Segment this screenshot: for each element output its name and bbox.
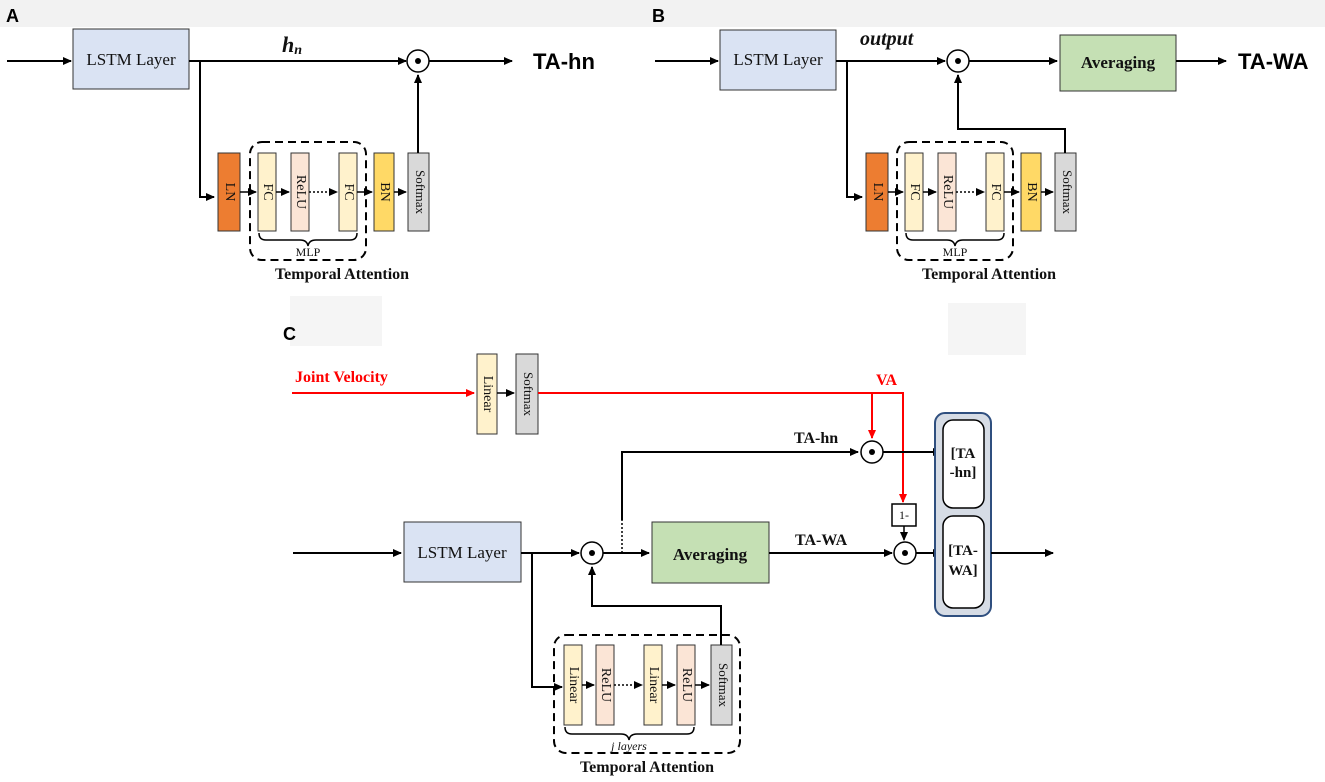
panel-a-hn-sub: n bbox=[294, 43, 302, 58]
panel-b-softmax-label: Softmax bbox=[1060, 170, 1075, 215]
panel-a-attention-dashed-box bbox=[249, 141, 367, 261]
panel-c-attention-branch-line bbox=[531, 553, 563, 691]
panel-c-label: C bbox=[283, 324, 296, 344]
panel-b-averaging-box bbox=[1059, 34, 1177, 92]
panel-c-output-ta-wa-line2: WA] bbox=[948, 563, 977, 579]
panel-b-fc1-label: FC bbox=[907, 183, 922, 200]
panel-b-feedback-line bbox=[954, 74, 1066, 153]
panel-a-hn-main: h bbox=[282, 32, 294, 57]
faint-block-right bbox=[948, 303, 1026, 355]
panel-c-va-label: VA bbox=[876, 372, 897, 389]
panel-c-linear1-label: Linear bbox=[566, 667, 581, 704]
panel-a-lstm-label: LSTM Layer bbox=[86, 50, 176, 69]
panel-a-relu-label: ReLU bbox=[293, 175, 308, 209]
panel-c-joint-velocity-label: Joint Velocity bbox=[295, 369, 388, 386]
panel-a: A LSTM Layer hn TA-hn LN FC ReLU FC bbox=[6, 6, 595, 283]
panel-a-fc1-label: FC bbox=[260, 183, 275, 200]
panel-a-mlp-label: MLP bbox=[296, 245, 321, 259]
panel-c-ta-hn-label: TA-hn bbox=[794, 430, 838, 447]
panel-c-output-ta-hn-box bbox=[942, 419, 985, 509]
panel-c-relu2-label: ReLU bbox=[679, 668, 694, 702]
panel-a-dot-center bbox=[415, 58, 421, 64]
panel-c-va-line-to-one-minus bbox=[538, 392, 907, 503]
panel-a-ln-label: LN bbox=[222, 183, 237, 202]
panel-c-averaging-box bbox=[651, 521, 770, 584]
panel-c-lstm-box bbox=[403, 521, 522, 583]
panel-c-averaging-label: Averaging bbox=[673, 545, 748, 564]
panel-c-j-layers-brace bbox=[564, 726, 695, 741]
panel-b-dot-center bbox=[955, 58, 961, 64]
panel-c-output-ta-wa-line1: [TA- bbox=[948, 543, 978, 559]
panel-a-attention-label: Temporal Attention bbox=[275, 266, 409, 283]
panel-c-j-layers-label: j layers bbox=[609, 739, 647, 753]
panel-b-mlp-brace bbox=[905, 232, 1005, 247]
panel-c-velocity-softmax-label: Softmax bbox=[521, 372, 536, 417]
panel-c-linear2-label: Linear bbox=[646, 667, 661, 704]
panel-c-softmax-label: Softmax bbox=[716, 663, 731, 708]
panel-b-output-label: TA-WA bbox=[1238, 49, 1309, 74]
panel-b-attention-dashed-box bbox=[896, 141, 1014, 261]
faint-block-left bbox=[290, 296, 382, 346]
panel-a-label: A bbox=[6, 6, 19, 26]
panel-a-fc2-label: FC bbox=[341, 183, 356, 200]
panel-b-averaging-label: Averaging bbox=[1081, 53, 1156, 72]
top-band bbox=[0, 0, 1325, 27]
panel-c-hn-line bbox=[621, 448, 859, 520]
panel-c-velocity-linear-box bbox=[476, 353, 498, 435]
panel-a-softmax-label: Softmax bbox=[413, 170, 428, 215]
panel-b-fc2-label: FC bbox=[988, 183, 1003, 200]
panel-c-relu1-label: ReLU bbox=[598, 668, 613, 702]
panel-b: B LSTM Layer output Averaging TA-WA LN F… bbox=[652, 6, 1309, 283]
panel-c-output-ta-wa-box bbox=[942, 515, 985, 609]
panel-b-mlp-label: MLP bbox=[943, 245, 968, 259]
panel-c-feedback-line bbox=[588, 566, 722, 645]
panel-c: C Joint Velocity Linear Softmax VA LSTM … bbox=[283, 324, 1054, 776]
panel-a-output-label: TA-hn bbox=[533, 49, 595, 74]
panel-b-branch-line bbox=[846, 61, 863, 201]
panel-c-attention-dashed-box bbox=[553, 634, 741, 754]
panel-c-attention-label: Temporal Attention bbox=[580, 759, 714, 776]
panel-c-velocity-linear-label: Linear bbox=[480, 376, 495, 413]
panel-a-hn-label: hn bbox=[282, 32, 302, 58]
panel-b-label: B bbox=[652, 6, 665, 26]
panel-b-lstm-box bbox=[719, 29, 837, 91]
panel-c-wa-dot-center bbox=[902, 550, 908, 556]
panel-c-attention-dot-center bbox=[589, 550, 595, 556]
panel-b-lstm-label: LSTM Layer bbox=[733, 50, 823, 69]
panel-c-hn-dot-center bbox=[869, 449, 875, 455]
panel-c-output-ta-hn-line2: -hn] bbox=[950, 465, 977, 481]
panel-c-one-minus-label: 1- bbox=[899, 508, 909, 522]
panel-b-output-signal-label: output bbox=[860, 28, 915, 50]
panel-b-attention-label: Temporal Attention bbox=[922, 266, 1056, 283]
panel-c-output-ta-hn-line1: [TA bbox=[951, 446, 976, 462]
panel-b-ln-label: LN bbox=[870, 183, 885, 202]
panel-b-bn-label: BN bbox=[1024, 182, 1039, 201]
panel-a-branch-line bbox=[199, 61, 215, 201]
panel-a-lstm-box bbox=[72, 28, 190, 90]
panel-b-relu-label: ReLU bbox=[940, 175, 955, 209]
panel-a-bn-label: BN bbox=[377, 182, 392, 201]
panel-a-mlp-brace bbox=[258, 232, 358, 247]
panel-c-ta-wa-label: TA-WA bbox=[795, 532, 848, 549]
panel-c-lstm-label: LSTM Layer bbox=[417, 543, 507, 562]
